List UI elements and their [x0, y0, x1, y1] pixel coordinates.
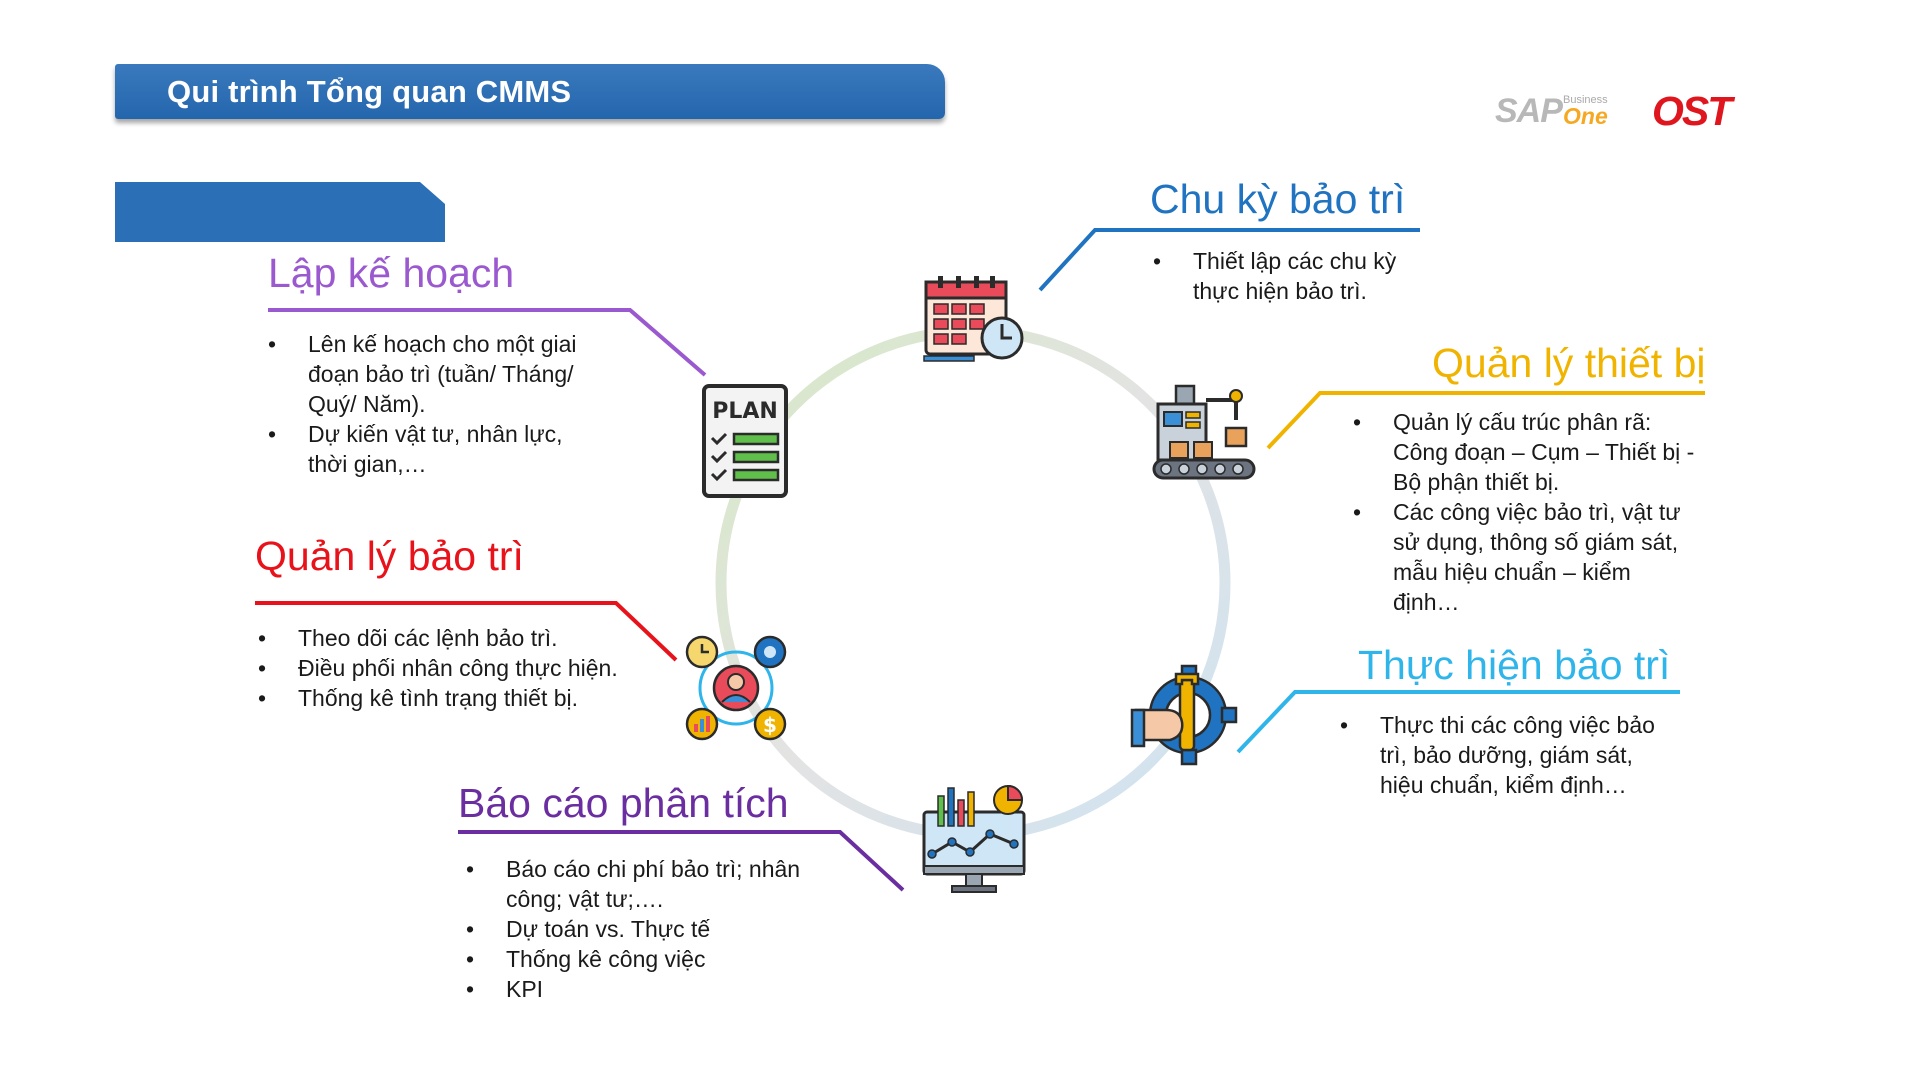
- section-title-quan-ly-bao-tri: Quản lý bảo trì: [255, 533, 524, 579]
- ost-logo: OST: [1652, 88, 1732, 134]
- connector-lap-ke-hoach: [268, 308, 707, 377]
- section-title-lap-ke-hoach: Lập kế hoạch: [268, 250, 515, 296]
- section-title-bao-cao-phan-tich: Báo cáo phân tích: [458, 780, 789, 826]
- connector-thuc-hien: [1236, 690, 1680, 754]
- list-item: Theo dõi các lệnh bảo trì.: [258, 623, 618, 653]
- list-item: Dự kiến vật tư, nhân lực,thời gian,…: [268, 419, 577, 479]
- factory-machine-icon: [1152, 384, 1256, 480]
- connector-chu-ky: [1038, 228, 1420, 292]
- section-title-thuc-hien-bao-tri: Thực hiện bảo trì: [1358, 642, 1671, 688]
- management-hub-icon: $: [685, 635, 787, 741]
- list-item: KPI: [466, 974, 800, 1004]
- list-item: Thống kê công việc: [466, 944, 800, 974]
- sap-business-one-logo: SAP Business One: [1495, 92, 1608, 130]
- list-item: Quản lý cấu trúc phân rã:Công đoạn – Cụm…: [1353, 407, 1694, 497]
- svg-text:PLAN: PLAN: [712, 399, 778, 424]
- page-title: Qui trình Tổng quan CMMS: [167, 74, 572, 109]
- section-title-quan-ly-thiet-bi: Quản lý thiết bị: [1432, 340, 1706, 386]
- section-title-chu-ky-bao-tri: Chu kỳ bảo trì: [1150, 176, 1406, 222]
- calendar-clock-icon: [923, 276, 1024, 362]
- bullet-list-quan-ly-bao-tri: Theo dõi các lệnh bảo trì. Điều phối nhâ…: [258, 623, 618, 713]
- analytics-monitor-icon: [922, 784, 1026, 893]
- connector-bao-cao: [458, 830, 905, 892]
- wrench-gear-hand-icon: [1130, 664, 1238, 766]
- section-tab-block: [115, 182, 445, 242]
- list-item: Dự toán vs. Thực tế: [466, 914, 800, 944]
- connector-quan-ly-thiet-bi: [1266, 391, 1705, 450]
- list-item: Thống kê tình trạng thiết bị.: [258, 683, 618, 713]
- title-banner: Qui trình Tổng quan CMMS: [115, 64, 945, 119]
- svg-text:$: $: [763, 713, 777, 737]
- bullet-list-quan-ly-thiet-bi: Quản lý cấu trúc phân rã:Công đoạn – Cụm…: [1353, 407, 1694, 617]
- plan-clipboard-icon: PLAN: [702, 384, 788, 498]
- list-item: Điều phối nhân công thực hiện.: [258, 653, 618, 683]
- connector-quan-ly-bao-tri: [255, 601, 678, 662]
